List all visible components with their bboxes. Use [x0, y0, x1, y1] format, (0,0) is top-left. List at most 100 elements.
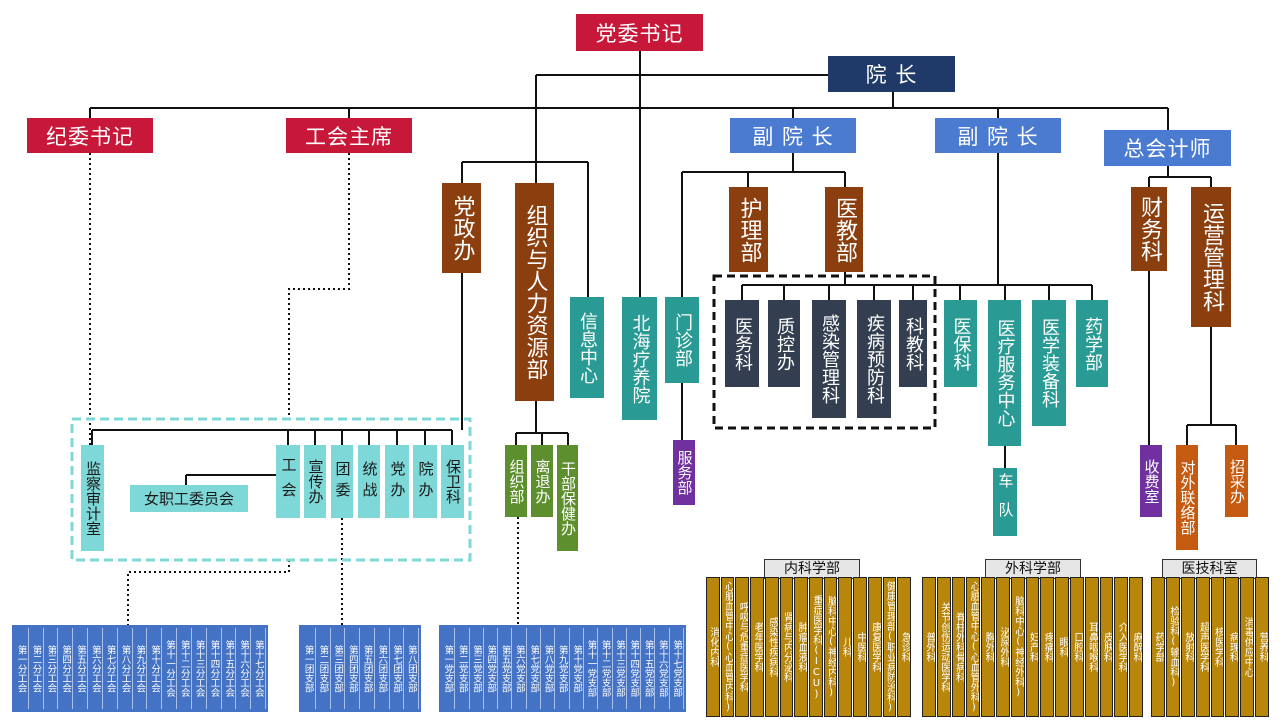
union-branch-cell: 第十分工会: [147, 628, 163, 709]
youth-branch-cell: 第八团支部: [404, 628, 419, 709]
union-branch-cell: 第七分工会: [102, 628, 118, 709]
internal-medicine-header: 内科学部: [764, 559, 860, 579]
nursing-box: 护理部: [729, 187, 768, 272]
party-branch-cell: 第六党支部: [512, 628, 527, 709]
women-committee-box: 女职工委员会: [130, 485, 248, 512]
department-cell: 口腔科: [1069, 577, 1084, 717]
cashier-box: 收费室: [1140, 445, 1162, 517]
vice-president-box: 副 院 长: [730, 118, 856, 153]
youth-branch-cell: 第六团支部: [374, 628, 390, 709]
party-branch-cell: 第十二党支部: [598, 628, 613, 709]
union-chair-box: 工会主席: [286, 118, 412, 153]
department-cell: 药学部: [1151, 577, 1165, 717]
audit-box: 监察审计室: [81, 445, 104, 551]
party-secretary-box: 党委书记: [576, 14, 703, 51]
union-branch-cell: 第四分工会: [58, 628, 74, 709]
party-branch-cell: 第十一党支部: [583, 628, 599, 709]
fleet-box: 车队: [993, 468, 1017, 536]
union-branch-cell: 第九分工会: [132, 628, 148, 709]
finance-box: 财务科: [1131, 187, 1167, 271]
department-cell: 核医学科: [1210, 577, 1225, 717]
party-affairs-box: 党办: [385, 445, 409, 518]
department-cell: 心脏血管中心(心血管外科): [966, 577, 981, 717]
pharmacy-box: 药学部: [1076, 300, 1108, 387]
union-branch-cell: 第五分工会: [73, 628, 89, 709]
party-branch-cell: 第三党支部: [469, 628, 484, 709]
department-cell: 脑科中心(神经内科): [823, 577, 838, 717]
info-center-box: 信息中心: [570, 297, 604, 398]
union-branch-cell: 第十四分工会: [206, 628, 222, 709]
procurement-box: 招采办: [1225, 445, 1248, 517]
department-cell: 健康管理部(职业病防治科): [882, 577, 897, 717]
union-branches-strip: 第一分工会第二分工会第三分工会第四分工会第五分工会第六分工会第七分工会第八分工会…: [12, 625, 268, 712]
department-cell: 呼吸与危重症医学科: [735, 577, 750, 717]
department-cell: 眼科: [1055, 577, 1069, 717]
department-cell: 超声医学科: [1195, 577, 1210, 717]
internal-medicine-strip: 消化内科心脏血管中心(心血管内科)呼吸与危重症医学科老年医学科感染性疾病科肾病与…: [706, 577, 912, 717]
department-cell: 老年医学科: [750, 577, 764, 717]
union-branch-cell: 第八分工会: [117, 628, 133, 709]
department-cell: 胸外科: [981, 577, 995, 717]
medical-affairs-box: 医务科: [725, 300, 759, 387]
retirees-box: 离退办: [531, 445, 553, 517]
party-branch-cell: 第十七党支部: [669, 628, 685, 709]
department-cell: 耳鼻咽喉科: [1084, 577, 1099, 717]
department-cell: 病理科: [1225, 577, 1240, 717]
party-branch-cell: 第五党支部: [498, 628, 513, 709]
party-branch-cell: 第七党支部: [526, 628, 542, 709]
department-cell: 营养科: [1255, 577, 1269, 717]
department-cell: 脑科中心(神经外科): [1010, 577, 1025, 717]
cadre-health-box: 干部保健办: [557, 445, 578, 551]
vice-president-box: 副 院 长: [935, 118, 1061, 153]
department-cell: 中医科: [853, 577, 867, 717]
department-cell: 康复医学科: [867, 577, 882, 717]
party-branch-cell: 第九党支部: [555, 628, 570, 709]
hospital-office-box: 院办: [413, 445, 437, 518]
department-cell: 儿科: [838, 577, 853, 717]
disease-prevention-box: 疾病预防科: [857, 300, 891, 418]
party-branch-cell: 第二党支部: [455, 628, 470, 709]
youth-branch-cell: 第一团支部: [301, 628, 316, 709]
party-branch-cell: 第十六党支部: [655, 628, 670, 709]
department-cell: 麻醉科: [1129, 577, 1143, 717]
publicity-box: 宣传办: [304, 445, 326, 518]
union-branch-cell: 第十三分工会: [191, 628, 207, 709]
union-branch-cell: 第十六分工会: [236, 628, 252, 709]
party-branch-cell: 第十四党支部: [626, 628, 642, 709]
union-branch-cell: 第一分工会: [14, 628, 29, 709]
department-cell: 肿瘤血液科: [794, 577, 809, 717]
union-branch-cell: 第十二分工会: [177, 628, 192, 709]
chief-accountant-box: 总会计师: [1104, 130, 1231, 166]
operations-box: 运营管理科: [1191, 187, 1231, 327]
service-box: 服务部: [673, 440, 695, 505]
dashed-group-box: [70, 417, 472, 562]
dashed-group-box: [712, 274, 937, 430]
party-branch-cell: 第十五党支部: [641, 628, 656, 709]
medtech-header: 医技科室: [1162, 559, 1257, 579]
union-branch-cell: 第三分工会: [43, 628, 59, 709]
department-cell: 重症医学科(ICU): [809, 577, 823, 717]
organization-box: 组织部: [505, 445, 527, 517]
youth-branch-cell: 第五团支部: [360, 628, 375, 709]
party-branch-cell: 第四党支部: [483, 628, 499, 709]
youth-branch-cell: 第四团支部: [345, 628, 360, 709]
party-branch-cell: 第十三党支部: [612, 628, 627, 709]
youth-league-box: 团委: [331, 445, 353, 518]
quality-control-box: 质控办: [768, 300, 800, 387]
department-cell: 关节创伤运动医学科: [936, 577, 951, 717]
medical-service-center-box: 医疗服务中心: [988, 300, 1021, 446]
department-cell: 急诊科: [897, 577, 912, 717]
department-cell: 放射科: [1180, 577, 1195, 717]
youth-branch-cell: 第二团支部: [315, 628, 331, 709]
department-cell: 脊柱外科骨病科: [951, 577, 966, 717]
department-cell: 介入医学科: [1114, 577, 1129, 717]
united-front-box: 统战: [358, 445, 380, 518]
org-hr-box: 组织与人力资源部: [515, 183, 554, 401]
surgery-strip: 普外科关节创伤运动医学科脊柱外科骨病科心脏血管中心(心血管外科)胸外科泌尿外科脑…: [922, 577, 1144, 717]
insurance-box: 医保科: [944, 300, 977, 387]
department-cell: 消化内科: [706, 577, 720, 717]
party-branch-cell: 第八党支部: [541, 628, 556, 709]
youth-branches-strip: 第一团支部第二团支部第三团支部第四团支部第五团支部第六团支部第七团支部第八团支部: [299, 625, 421, 712]
department-cell: 肾病与内分泌科: [779, 577, 794, 717]
youth-branch-cell: 第七团支部: [389, 628, 405, 709]
